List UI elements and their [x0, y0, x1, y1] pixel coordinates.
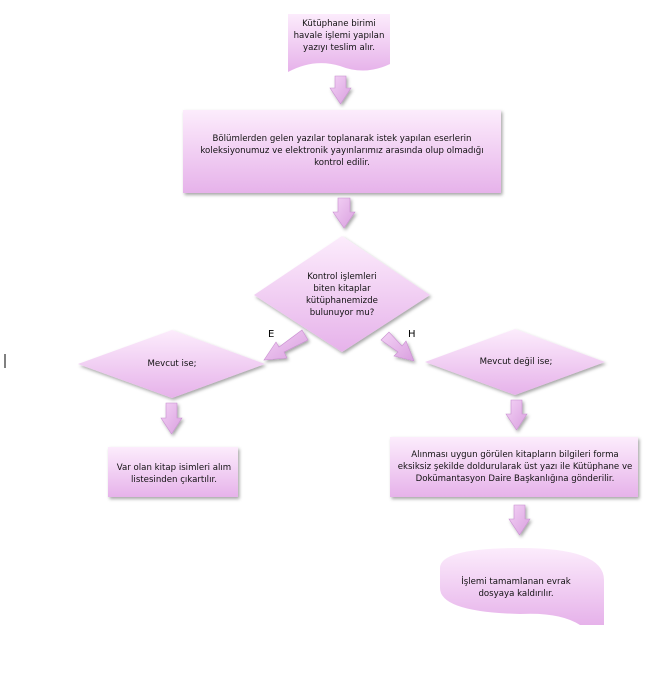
start-text: Kütüphane birimi havale işlemi yapılan y…	[293, 19, 385, 53]
end-text: İşlemi tamamlanan evrak dosyaya kaldırıl…	[461, 577, 571, 599]
send-box	[390, 437, 638, 497]
decision-diamond	[254, 236, 430, 352]
remove-text: Var olan kitap isimleri alım listesinden…	[116, 463, 232, 485]
start-document-shape	[288, 14, 390, 72]
yes-label: E	[268, 329, 275, 340]
not-exists-text: Mevcut değil ise;	[479, 357, 553, 367]
collect-box	[183, 110, 501, 193]
decision-text: Kontrol işlemleri biten kitaplar kütüpha…	[306, 272, 378, 318]
arrow-5-icon	[508, 504, 531, 536]
not-exists-diamond	[425, 329, 605, 395]
send-text: Alınması uygun görülen kitapların bilgil…	[397, 450, 633, 484]
collect-text: Bölümlerden gelen yazılar toplanarak ist…	[200, 134, 484, 168]
arrow-1-icon	[329, 75, 352, 105]
arrow-3-icon	[160, 402, 183, 435]
arrow-yes-icon	[263, 329, 309, 361]
arrow-2-icon	[332, 197, 356, 229]
arrow-4-icon	[505, 399, 528, 431]
exists-diamond	[78, 330, 265, 398]
remove-box	[108, 447, 238, 497]
no-label: H	[408, 329, 416, 340]
exists-text: Mevcut ise;	[147, 359, 197, 369]
end-terminal-shape	[440, 548, 604, 625]
arrow-no-icon	[380, 331, 415, 362]
